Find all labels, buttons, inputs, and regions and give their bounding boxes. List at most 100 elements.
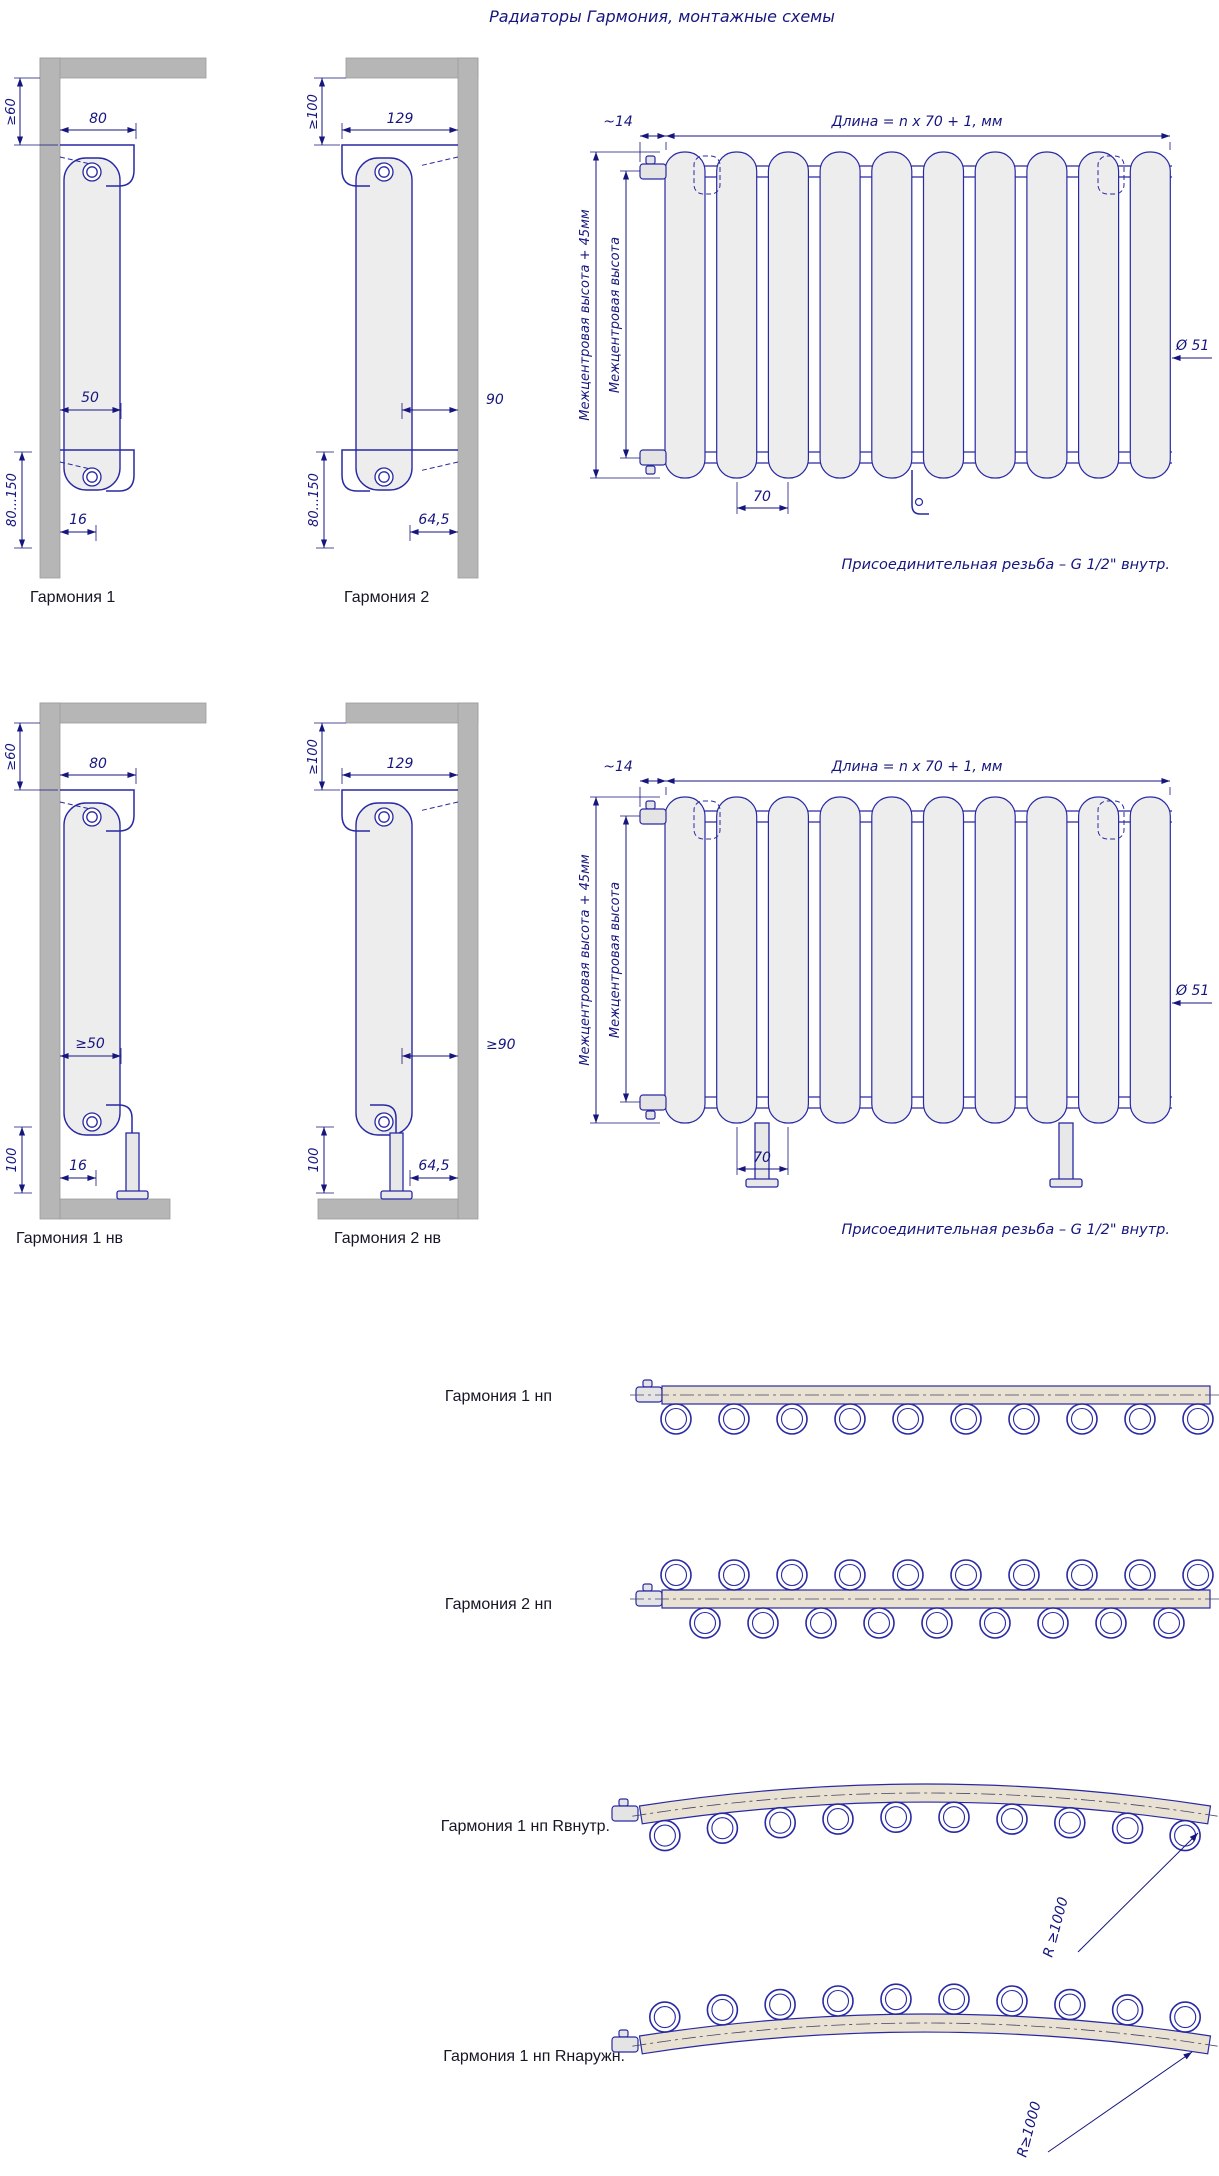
garmoniya2nv-floor-side-view: ≥100 129 ≥90 64,5 100 Гармония 2 нв: [306, 702, 516, 1247]
radiator-panel: [63, 802, 121, 1136]
tube-section-inner: [1116, 1998, 1139, 2021]
radiator-tube: [922, 796, 965, 1124]
radiator-panel: [355, 157, 413, 491]
garmoniya1-wall-side-view: ≥60 80 50 16 80...150 Гармония 1: [4, 57, 207, 606]
top-bracket: [341, 789, 458, 832]
fitting-handle: [645, 800, 656, 810]
bracket-dashed-outline: [1097, 155, 1125, 195]
radiator-tube: [767, 796, 810, 1124]
tube-section-inner: [942, 1806, 966, 1829]
radiator-tube: [974, 796, 1016, 1124]
tube-section-inner: [1128, 1563, 1152, 1587]
tube-section-inner: [1174, 2006, 1197, 2029]
end-fitting: [611, 1805, 639, 1822]
top-bracket: [341, 144, 458, 187]
radiator-front-view-floor: ~14 Длина = n x 70 + 1, мм Межцентровая …: [578, 759, 1212, 1238]
centerline: [632, 1792, 1218, 1817]
dim-length: Длина = n x 70 + 1, мм: [831, 114, 1003, 130]
top-view-row4-curved-outer: Гармония 1 нп Rнаружн. R≥1000: [443, 1983, 1218, 2159]
tube-circles-arc: [649, 1801, 1201, 1852]
dim-height-outer: Межцентровая высота + 45мм: [578, 209, 593, 421]
thread-note: Присоединительная резьба – G 1/2" внутр.: [841, 1222, 1170, 1238]
dim-width: 80: [89, 111, 107, 127]
bracket-dashed-outline: [693, 800, 721, 840]
curved-manifold: [632, 2013, 1218, 2055]
diagram-label: Гармония 1 нп Rнаружн.: [443, 2048, 625, 2065]
tube-section-inner: [942, 1988, 966, 2011]
dim-height-outer: Межцентровая высота + 45мм: [578, 854, 593, 1066]
tube-circles-row-bottom: [689, 1607, 1185, 1639]
stand-hook: [106, 1104, 133, 1133]
tube-section-inner: [1058, 1993, 1081, 2016]
tube-section-inner: [1099, 1611, 1123, 1635]
tube-section-inner: [983, 1611, 1007, 1635]
page-title: Радиаторы Гармония, монтажные схемы: [489, 7, 835, 26]
dim-mid: 50: [81, 390, 99, 406]
radiator-tube: [871, 151, 913, 479]
radiator-tube: [716, 151, 758, 479]
tube-array: [664, 151, 1171, 479]
tube-section-inner: [711, 1998, 734, 2021]
stand-foot: [116, 1190, 149, 1200]
tube-section-inner: [1128, 1407, 1152, 1431]
diagram-label: Гармония 1 нп Rвнутр.: [441, 1818, 610, 1835]
tube-section-inner: [1116, 1817, 1139, 1840]
tube-section-inner: [780, 1407, 804, 1431]
header-tubes: [663, 165, 1172, 464]
centerline: [632, 2022, 1218, 2047]
tube-section-inner: [896, 1563, 920, 1587]
fitting-handle: [645, 155, 656, 165]
tube-section-inner: [838, 1407, 862, 1431]
tube-section-inner: [1070, 1563, 1094, 1587]
end-fitting: [611, 2036, 639, 2053]
stand-hook: [370, 1104, 397, 1133]
radiator-tube: [1077, 796, 1120, 1124]
diagram-label: Гармония 1 нп: [445, 1388, 552, 1405]
dim-mid: ≥90: [486, 1037, 516, 1053]
tube-circles-row: [660, 1403, 1214, 1435]
fitting-handle: [645, 465, 656, 475]
radiator-tube: [716, 796, 758, 1124]
radius-leader: [1047, 2051, 1193, 2153]
radiator-tube: [922, 151, 965, 479]
tube-section-inner: [1012, 1563, 1036, 1587]
tube-section-inner: [1186, 1563, 1210, 1587]
tube-section-inner: [664, 1563, 688, 1587]
dim-diameter: Ø 51: [1175, 338, 1209, 354]
dim-range: 80...150: [5, 473, 20, 527]
diagram-label: Гармония 1 нв: [16, 1230, 123, 1247]
dim-bottom: 16: [69, 512, 87, 528]
radiator-tube: [1026, 796, 1068, 1124]
dim-edge: ~14: [603, 114, 633, 130]
tube-section-inner: [1041, 1611, 1065, 1635]
dim-edge: ~14: [603, 759, 633, 775]
tube-section-inner: [769, 1811, 792, 1834]
dim-top-gap: ≥100: [306, 94, 321, 130]
radiator-tube: [819, 796, 861, 1124]
floor-stand-leg: [389, 1132, 404, 1194]
fitting-handle: [642, 1379, 653, 1388]
bracket-hidden-line: [418, 801, 459, 812]
curved-manifold-strip: [638, 2013, 1212, 2055]
inlet-fitting: [639, 163, 667, 180]
tube-section-inner: [1157, 1611, 1181, 1635]
wall: [457, 57, 479, 579]
tube-section-inner: [1000, 1989, 1024, 2013]
wall: [457, 702, 479, 1220]
radiator-tube: [819, 151, 861, 479]
dim-mid: 90: [486, 392, 504, 408]
leg-foot: [1049, 1178, 1083, 1188]
dim-mid: ≥50: [75, 1036, 105, 1052]
dim-range: 100: [5, 1148, 20, 1173]
radiator-front-view-wall: ~14 Длина = n x 70 + 1, мм Межцентровая …: [578, 114, 1212, 573]
tube-section-inner: [1012, 1407, 1036, 1431]
fitting-handle: [618, 1798, 629, 1807]
bracket-hidden-line: [418, 461, 459, 472]
tube-section-inner: [826, 1989, 850, 2013]
fitting-handle: [642, 1583, 653, 1592]
header-tubes: [663, 810, 1172, 1109]
radiator-tube: [1129, 796, 1171, 1124]
floor: [317, 1198, 459, 1220]
header-tube-section: [82, 162, 102, 487]
